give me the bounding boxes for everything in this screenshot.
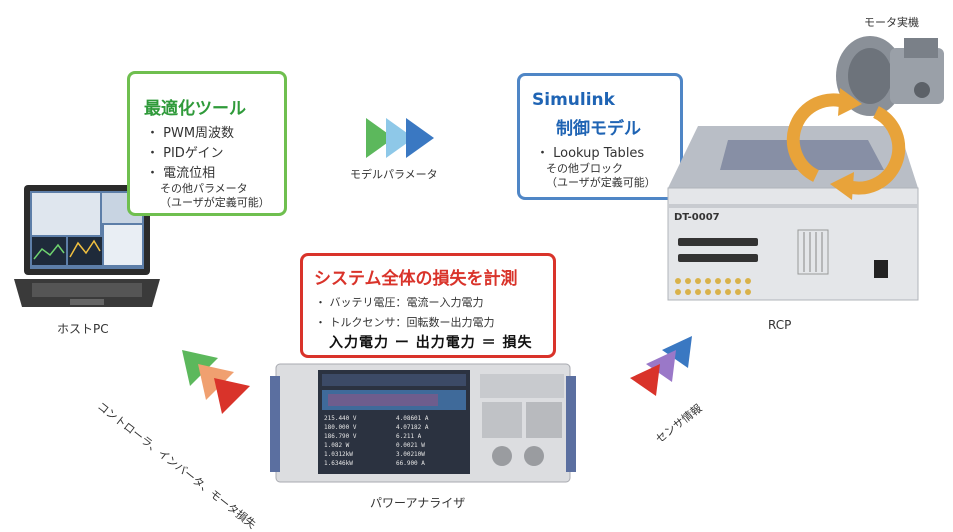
arrow-blue-icon bbox=[662, 336, 692, 368]
rcp-device: DT-0007 bbox=[648, 118, 920, 308]
arrow-green-icon bbox=[366, 118, 394, 158]
simulink-box: Simulink 制御モデル ・ Lookup Tables その他ブロック （… bbox=[517, 73, 683, 200]
readout-left-row: 1.082 W bbox=[324, 442, 350, 449]
arrow-lightblue-icon bbox=[386, 118, 414, 158]
optimize-note-other: その他パラメータ bbox=[160, 182, 248, 195]
loss-arrows-left bbox=[182, 350, 250, 414]
power-analyzer: 215.440 V 180.000 V 186.790 V 1.082 W 1.… bbox=[270, 358, 576, 488]
control-model-title: 制御モデル bbox=[556, 119, 641, 139]
sensor-info-label: センサ情報 bbox=[653, 401, 705, 446]
optimize-note-user: （ユーザが定義可能） bbox=[160, 196, 270, 209]
rcp-box-icon bbox=[667, 126, 919, 301]
readout-left-row: 180.000 V bbox=[324, 424, 357, 431]
arrow-blue-icon bbox=[406, 118, 434, 158]
optimize-item-pwm: ・ PWM周波数 bbox=[146, 126, 235, 141]
analyzer-readout-right: 4.08601 A 4.07182 A 6.211 A 0.0021 W 3.0… bbox=[396, 414, 466, 468]
readout-right-row: 0.0021 W bbox=[396, 442, 425, 449]
analyzer-readout-left: 215.440 V 180.000 V 186.790 V 1.082 W 1.… bbox=[324, 414, 394, 468]
model-param-label: モデルパラメータ bbox=[350, 168, 438, 181]
cycle-arrows-icon bbox=[786, 88, 906, 200]
motor-label: モータ実機 bbox=[864, 16, 919, 29]
controller-loss-label: コントローラ、インバータ、モータ損失 bbox=[94, 399, 259, 532]
simulink-title: Simulink bbox=[532, 90, 615, 110]
arrow-purple-icon bbox=[646, 350, 676, 382]
loss-measure-title: システム全体の損失を計測 bbox=[314, 269, 518, 289]
readout-right-row: 4.08601 A bbox=[396, 415, 429, 422]
optimize-tool-title: 最適化ツール bbox=[144, 99, 246, 119]
readout-right-row: 3.00210W bbox=[396, 451, 425, 458]
readout-right-row: 66.900 A bbox=[396, 460, 425, 467]
simulink-note-user: （ユーザが定義可能） bbox=[546, 176, 656, 189]
optimize-item-phase: ・ 電流位相 bbox=[146, 166, 216, 181]
loss-formula: 入力電力 ー 出力電力 ＝ 損失 bbox=[329, 335, 533, 351]
arrow-red-icon bbox=[214, 378, 250, 414]
readout-left-row: 215.440 V bbox=[324, 415, 357, 422]
power-analyzer-icon bbox=[270, 363, 576, 483]
laptop-icon bbox=[14, 185, 160, 307]
host-pc bbox=[12, 183, 162, 313]
simulink-note-other: その他ブロック bbox=[546, 162, 623, 175]
loss-battery-line: ・ バッテリ電圧：電流ー入力電力 bbox=[315, 296, 484, 309]
readout-left-row: 1.6346kW bbox=[324, 460, 353, 467]
motor-icon bbox=[836, 36, 944, 116]
simulink-item-lookup: ・ Lookup Tables bbox=[536, 146, 645, 161]
readout-left-row: 186.790 V bbox=[324, 433, 357, 440]
readout-right-row: 4.07182 A bbox=[396, 424, 429, 431]
power-analyzer-label: パワーアナライザ bbox=[370, 496, 466, 510]
host-pc-label: ホストPC bbox=[57, 322, 109, 336]
model-param-arrows bbox=[366, 118, 434, 158]
readout-right-row: 6.211 A bbox=[396, 433, 422, 440]
optimize-item-pid: ・ PIDゲイン bbox=[146, 146, 224, 161]
readout-left-row: 1.0312kW bbox=[324, 451, 353, 458]
sensor-arrows-right bbox=[630, 336, 692, 396]
rcp-label: RCP bbox=[768, 318, 792, 332]
arrow-red-icon bbox=[630, 364, 660, 396]
loss-torque-line: ・ トルクセンサ：回転数ー出力電力 bbox=[315, 316, 495, 329]
rcp-id-label: DT-0007 bbox=[674, 212, 720, 223]
optimize-tool-box: 最適化ツール ・ PWM周波数 ・ PIDゲイン ・ 電流位相 その他パラメータ… bbox=[127, 71, 287, 216]
loss-measure-box: システム全体の損失を計測 ・ バッテリ電圧：電流ー入力電力 ・ トルクセンサ：回… bbox=[300, 253, 556, 358]
